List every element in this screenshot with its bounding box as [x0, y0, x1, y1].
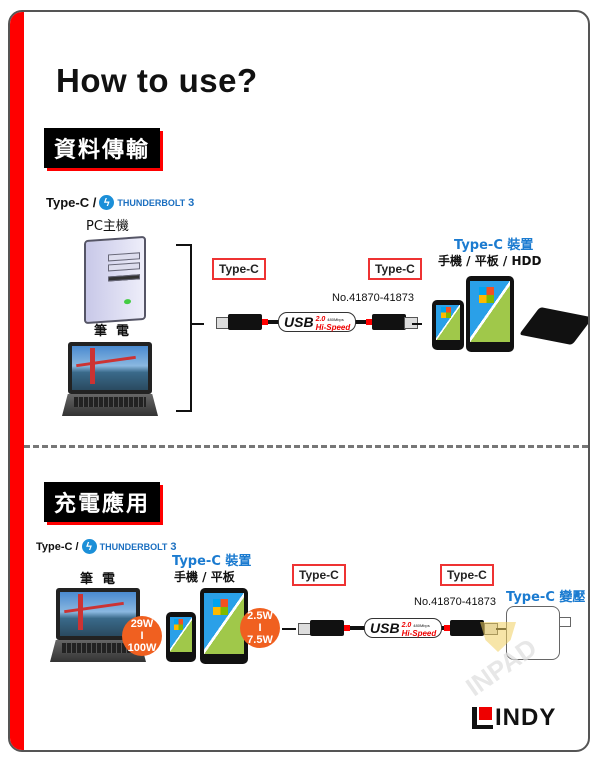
tablet-icon — [466, 276, 514, 352]
bracket — [176, 244, 192, 412]
thunderbolt-logo: ϟ THUNDERBOLT 3 — [99, 195, 194, 210]
source-line-2: Type-C / ϟ THUNDERBOLT 3 — [36, 539, 177, 554]
laptop-label-2: 筆 電 — [80, 572, 116, 587]
model-number-2: No.41870-41873 — [414, 596, 496, 608]
section-tag-charging: 充電應用 — [44, 482, 161, 522]
bracket-connector — [190, 323, 204, 325]
target-device-title: Type-C 裝置 — [454, 238, 534, 253]
lindy-mark-icon — [472, 707, 493, 729]
laptop-icon-2 — [50, 588, 146, 664]
phone-icon-2 — [166, 612, 196, 662]
thunderbolt-logo-2: ϟ THUNDERBOLT 3 — [81, 539, 177, 554]
tablet-icon-2 — [200, 588, 248, 664]
desktop-pc-icon — [84, 235, 146, 325]
typec-connector-label-right: Type-C — [368, 258, 422, 280]
lindy-logo: INDY — [472, 704, 556, 732]
target-device-subtitle: 手機 / 平板 / HDD — [438, 254, 542, 268]
phone-icon — [432, 300, 464, 350]
section-divider — [24, 445, 588, 448]
typec-connector-label-left-2: Type-C — [292, 564, 346, 586]
laptop-icon — [62, 342, 158, 418]
poster-frame: How to use? 資料傳輸 Type-C / ϟ THUNDERBOLT … — [8, 10, 590, 752]
laptop-label: 筆 電 — [94, 324, 130, 339]
thunderbolt-icon: ϟ — [99, 195, 115, 210]
section-tag-data-transfer: 資料傳輸 — [44, 128, 161, 168]
pc-label: PC主機 — [86, 219, 129, 234]
source-line: Type-C / ϟ THUNDERBOLT 3 — [46, 195, 194, 210]
typec-connector-label-left: Type-C — [212, 258, 266, 280]
devices-subtitle: 手機 / 平板 — [174, 570, 235, 584]
model-number: No.41870-41873 — [332, 292, 414, 304]
plug-right — [372, 314, 406, 330]
plug-left — [228, 314, 262, 330]
typec-connector-label-right-2: Type-C — [440, 564, 494, 586]
typec-label: Type-C / — [46, 195, 97, 210]
accent-bar — [10, 12, 24, 750]
devices-title: Type-C 裝置 — [172, 554, 252, 569]
page-title: How to use? — [56, 62, 258, 99]
hdd-icon — [519, 307, 588, 345]
thunderbolt-icon: ϟ — [81, 539, 97, 554]
